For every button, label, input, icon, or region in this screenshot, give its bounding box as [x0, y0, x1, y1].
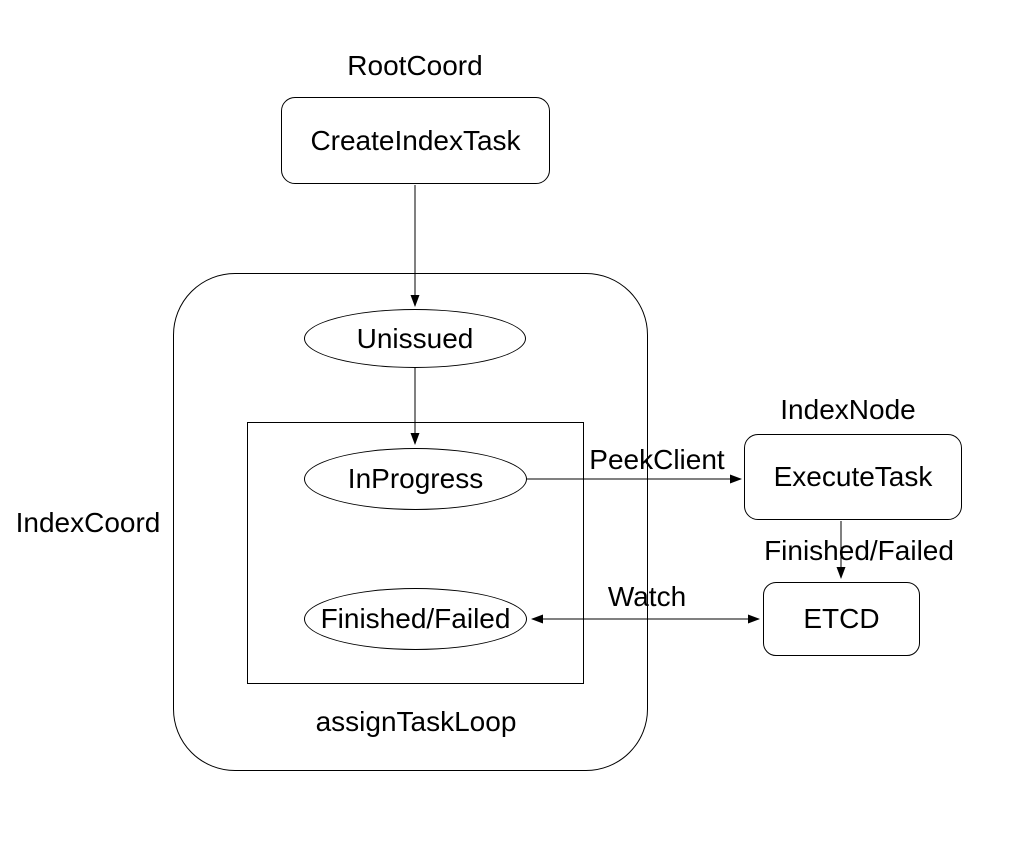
etcd-node: ETCD: [763, 582, 920, 656]
etcd-label: ETCD: [803, 603, 880, 634]
index-node-label: IndexNode: [780, 394, 916, 426]
peek-client-edge-label: PeekClient: [589, 444, 725, 476]
unissued-state-node: Unissued: [304, 309, 526, 368]
unissued-label: Unissued: [356, 322, 474, 354]
execute-task-label: ExecuteTask: [773, 461, 933, 492]
create-index-task-node: CreateIndexTask: [281, 97, 550, 184]
in-progress-label: InProgress: [347, 463, 484, 494]
create-index-task-label: CreateIndexTask: [310, 124, 521, 156]
execute-task-node: ExecuteTask: [744, 434, 962, 520]
index-coord-label: IndexCoord: [15, 507, 161, 539]
in-progress-state-node: InProgress: [304, 448, 527, 510]
finished-failed-edge-label: Finished/Failed: [764, 535, 954, 567]
watch-edge-label: Watch: [607, 581, 687, 613]
finished-failed-state-node: Finished/Failed: [304, 588, 527, 650]
assign-task-loop-label: assignTaskLoop: [315, 706, 517, 738]
assign-task-loop-container: [247, 422, 584, 684]
finished-failed-label: Finished/Failed: [320, 603, 511, 634]
root-coord-label: RootCoord: [347, 50, 483, 82]
index-coord-container: [173, 273, 648, 771]
